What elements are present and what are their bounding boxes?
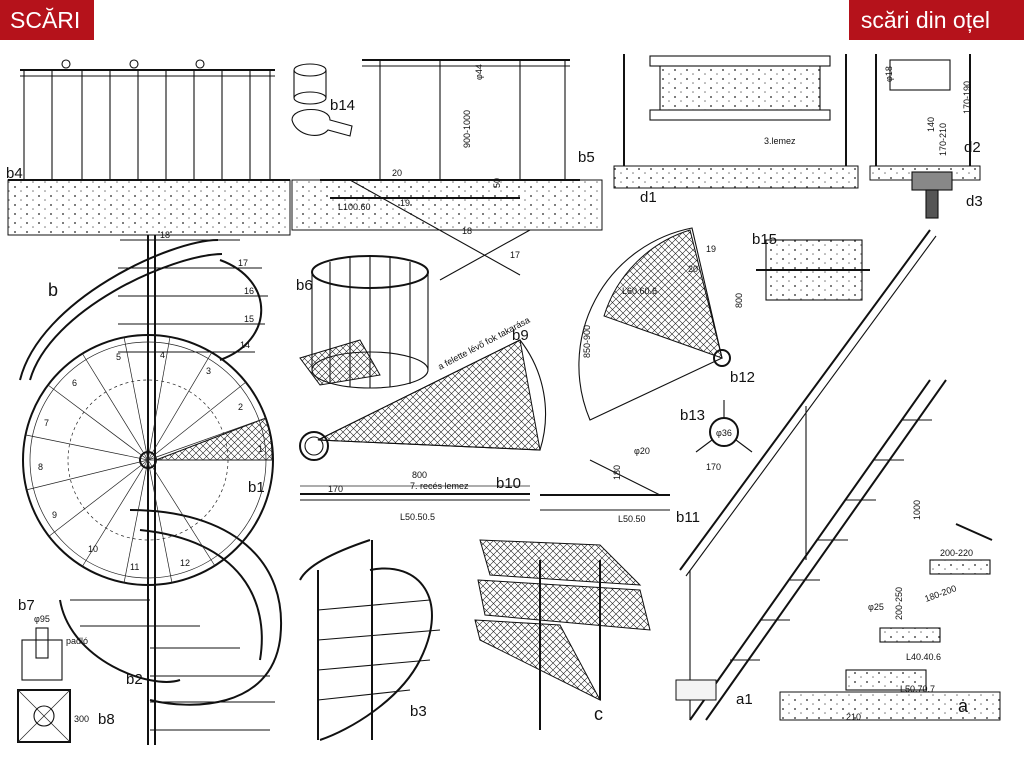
- svg-text:16: 16: [244, 286, 254, 296]
- svg-text:180: 180: [612, 465, 622, 480]
- slide-title-right: scări din oțel: [848, 0, 1024, 40]
- detail-a-straight-stair: 1000 a1 200-220 180-200 200-250 φ25 L40.…: [675, 229, 1001, 722]
- detail-b3-curved-stringer: b3: [299, 539, 441, 741]
- svg-text:φ18: φ18: [884, 66, 894, 82]
- label-b4: b4: [6, 165, 23, 182]
- detail-b5-landing-railing: L100.60 20 19 18 17 900-1000 φ44 50 b5: [291, 59, 603, 281]
- svg-text:140: 140: [926, 117, 936, 132]
- label-b15: b15: [752, 231, 777, 248]
- detail-c-mesh-treads: c: [474, 539, 651, 730]
- detail-b15-plate: b15: [752, 231, 870, 301]
- label-d3: d3: [966, 193, 983, 210]
- svg-text:210: 210: [846, 712, 861, 722]
- svg-text:8: 8: [38, 462, 43, 472]
- detail-b7-b8-post-base: b7 φ95 padló 300 b8: [17, 597, 115, 743]
- label-d2: d2: [964, 139, 981, 156]
- detail-b14-pipe-clamp: b14: [291, 63, 355, 137]
- label-b11: b11: [676, 509, 700, 526]
- svg-text:18: 18: [462, 226, 472, 236]
- svg-text:1000: 1000: [912, 500, 922, 520]
- svg-text:7. recés lemez: 7. recés lemez: [410, 481, 469, 491]
- svg-text:L50.70.7: L50.70.7: [900, 684, 935, 694]
- svg-text:14: 14: [240, 340, 250, 350]
- svg-text:200-250: 200-250: [894, 587, 904, 620]
- svg-text:900-1000: 900-1000: [462, 110, 472, 148]
- label-d1: d1: [640, 189, 657, 206]
- label-b7: b7: [18, 597, 35, 614]
- label-b8: b8: [98, 711, 115, 728]
- svg-text:padló: padló: [66, 636, 88, 646]
- svg-text:L50.50.5: L50.50.5: [400, 512, 435, 522]
- svg-text:20: 20: [392, 168, 402, 178]
- svg-text:19: 19: [706, 244, 716, 254]
- label-a: a: [958, 696, 969, 716]
- svg-text:15: 15: [244, 314, 254, 324]
- svg-text:170: 170: [706, 462, 721, 472]
- svg-text:10: 10: [88, 544, 98, 554]
- detail-b-spiral-stair: b 18 17 16 15 14: [19, 230, 283, 745]
- label-b14: b14: [330, 97, 355, 114]
- svg-text:180-200: 180-200: [923, 583, 957, 604]
- svg-text:7: 7: [44, 418, 49, 428]
- svg-text:L60.60.6: L60.60.6: [622, 286, 657, 296]
- svg-text:170: 170: [328, 484, 343, 494]
- svg-text:12: 12: [180, 558, 190, 568]
- svg-text:11: 11: [130, 562, 139, 572]
- label-b5: b5: [578, 149, 595, 166]
- svg-text:4: 4: [160, 350, 165, 360]
- svg-text:9: 9: [52, 510, 57, 520]
- svg-text:6: 6: [72, 378, 77, 388]
- label-b9: b9: [512, 327, 529, 344]
- svg-text:L40.40.6: L40.40.6: [906, 652, 941, 662]
- slide-title-left: SCĂRI: [0, 0, 95, 40]
- svg-text:φ95: φ95: [34, 614, 50, 624]
- label-b3: b3: [410, 703, 427, 720]
- label-b12: b12: [730, 369, 755, 386]
- label-b1: b1: [248, 479, 265, 496]
- svg-text:19: 19: [400, 198, 410, 208]
- svg-text:φ25: φ25: [868, 602, 884, 612]
- svg-text:18: 18: [160, 230, 170, 240]
- svg-text:300: 300: [74, 714, 89, 724]
- svg-text:φ36: φ36: [716, 428, 732, 438]
- label-b10: b10: [496, 475, 521, 492]
- svg-text:φ44: φ44: [474, 64, 484, 80]
- svg-text:2: 2: [238, 402, 243, 412]
- svg-text:17: 17: [510, 250, 520, 260]
- svg-text:20: 20: [688, 264, 698, 274]
- label-c: c: [594, 704, 603, 724]
- svg-text:3.lemez: 3.lemez: [764, 136, 796, 146]
- label-b13: b13: [680, 407, 705, 424]
- detail-b13-tri-clamp: φ36 170 b13 φ20: [634, 400, 753, 472]
- svg-text:17: 17: [238, 258, 248, 268]
- svg-text:170-190: 170-190: [962, 81, 972, 114]
- detail-b10-angle-profile: 800 7. recés lemez 170 L50.50.5 b10: [300, 470, 530, 522]
- svg-text:φ20: φ20: [634, 446, 650, 456]
- label-b2: b2: [126, 671, 143, 688]
- svg-text:1: 1: [258, 444, 263, 454]
- svg-text:L100.60: L100.60: [338, 202, 371, 212]
- svg-text:200-220: 200-220: [940, 548, 973, 558]
- label-b: b: [48, 280, 58, 300]
- svg-text:800: 800: [412, 470, 427, 480]
- label-b6: b6: [296, 277, 313, 294]
- detail-b9-tread-plan: a felette lévő fok takarása b9: [299, 315, 547, 461]
- svg-text:3: 3: [206, 366, 211, 376]
- detail-b12-quarter-tread: L60.60.6 20 19 800 850-900 b12: [578, 227, 755, 421]
- detail-b6-spiral-cage: b6: [296, 255, 429, 389]
- svg-text:50: 50: [492, 178, 502, 188]
- svg-text:800: 800: [734, 293, 744, 308]
- svg-text:170-210: 170-210: [938, 123, 948, 156]
- detail-b4-railing: b4: [6, 59, 291, 236]
- detail-b11-bracket: L50.50 180 b11: [540, 459, 700, 526]
- steel-stairs-technical-drawing: b4 b 18 17 16 15 14: [6, 54, 1001, 745]
- svg-text:850-900: 850-900: [582, 325, 592, 358]
- svg-text:5: 5: [116, 352, 121, 362]
- plan-step-dividers: [25, 336, 273, 584]
- detail-d1-d2-d3: 3.lemez d1 φ18 170-190 170-210 140 d2 d3: [613, 54, 983, 219]
- label-a1: a1: [736, 691, 753, 708]
- svg-text:L50.50: L50.50: [618, 514, 646, 524]
